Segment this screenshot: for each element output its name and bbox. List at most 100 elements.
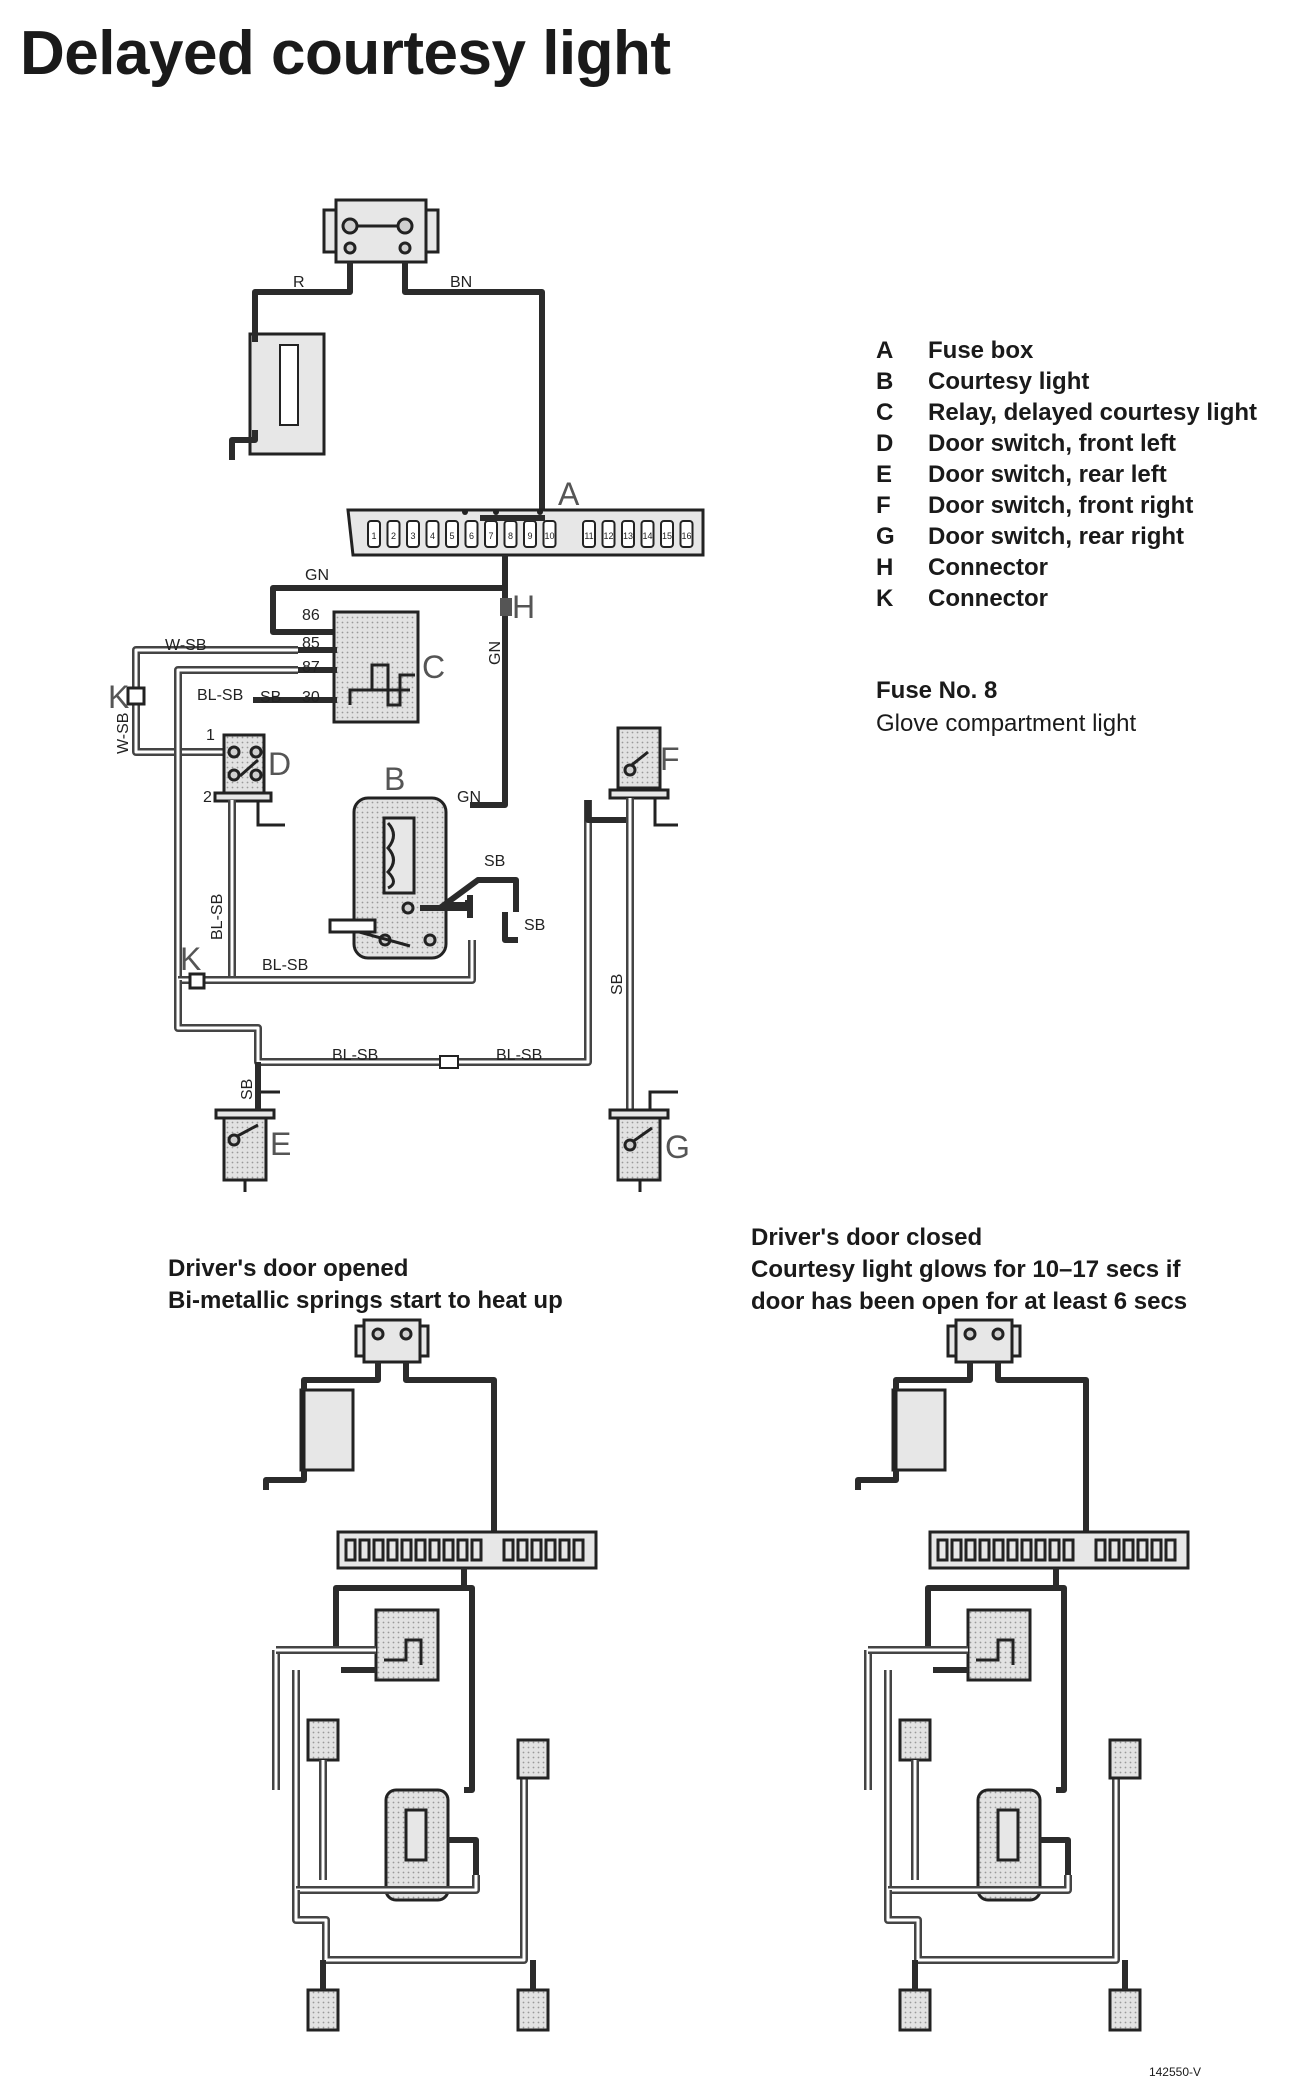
door-switch-front-right [608, 726, 678, 827]
fuse-slot [464, 520, 479, 548]
wire-label-bl-sb-bot1: BL-SB [332, 1047, 378, 1064]
component-label-h: H [512, 589, 535, 625]
fuse-description: Glove compartment light [876, 710, 1137, 737]
fuse-slot-number: 13 [623, 531, 633, 541]
fuse-slot-number: 3 [410, 531, 415, 541]
fuse-slot [542, 520, 557, 548]
fuse-slot [367, 520, 381, 548]
page-title: Delayed courtesy light [20, 19, 671, 88]
fuse-slot [425, 520, 440, 548]
fuse-slot-number: 7 [488, 531, 493, 541]
fuse-slot [386, 520, 401, 548]
switch-pin-2: 2 [203, 789, 212, 806]
fuse-slot [660, 520, 674, 548]
wire-label-bn: BN [450, 274, 472, 291]
fuse-slot-number: 11 [584, 531, 593, 541]
fuse-slot [601, 520, 616, 548]
component-label-b: B [384, 761, 405, 797]
reference-number: 142550-V [1148, 2065, 1201, 2079]
battery-ground [229, 430, 258, 460]
component-label-a: A [558, 476, 580, 512]
wire-label-gn: GN [305, 567, 329, 584]
component-label-k-lower: K [180, 941, 201, 977]
wire-label-bl-sb-relay: BL-SB [197, 687, 243, 704]
fuse-slot-number: 12 [603, 531, 613, 541]
wire-r [252, 262, 353, 342]
fuse-slot-number: 9 [527, 531, 532, 541]
fuse-slot-number: 4 [430, 531, 435, 541]
wire-label-gn-vert: GN [487, 641, 504, 665]
wire-label-bl-sb-vert: BL-SB [209, 894, 226, 940]
fuse-slot [621, 520, 635, 548]
fuse-slot [640, 520, 655, 548]
fuse-slot-number: 6 [469, 531, 474, 541]
caption-door-opened: Driver's door opened Bi-metallic springs… [168, 1255, 563, 1314]
wire-bn [402, 262, 545, 518]
wire-label-sb-lamp2: SB [524, 917, 545, 934]
relay-pin-87: 87 [302, 659, 320, 676]
wire-label-sb-e: SB [239, 1079, 256, 1100]
component-label-d: D [268, 746, 291, 782]
main-switch-block [322, 198, 440, 264]
component-label-g: G [665, 1129, 690, 1165]
fuse-slot [406, 520, 420, 548]
fuse-slot [582, 520, 596, 548]
fuse-slot-number: 8 [508, 531, 513, 541]
fuse-slot-number: 10 [544, 531, 554, 541]
connector-k-upper [126, 686, 146, 706]
wire-gn-relay [270, 555, 508, 635]
wire-gn-lamp [470, 588, 508, 808]
fuse-slot [445, 520, 459, 548]
wire-label-sb-relay: SB [260, 689, 281, 706]
fuse-slot-number: 16 [681, 531, 691, 541]
wire-label-r: R [293, 274, 305, 291]
component-label-c: C [422, 649, 445, 685]
fuse-slot [679, 520, 694, 548]
fuse-slot-number: 2 [391, 531, 396, 541]
connector-h [500, 598, 512, 616]
fuse-slot-number: 1 [371, 531, 376, 541]
courtesy-light [328, 796, 448, 960]
fuse-slot-number: 15 [662, 531, 672, 541]
relay-pin-30: 30 [302, 689, 320, 706]
wire-label-gn-lamp: GN [457, 789, 481, 806]
circuit-door-closed [858, 1320, 1188, 2030]
switch-pin-1: 1 [206, 727, 215, 744]
wire-label-w-sb-vert: W-SB [115, 713, 132, 754]
fuse-slot-number: 5 [449, 531, 454, 541]
wire-label-w-sb: W-SB [165, 637, 206, 654]
component-label-e: E [270, 1126, 291, 1162]
circuit-door-opened [266, 1320, 596, 2030]
battery [248, 332, 326, 456]
wire-label-sb-f: SB [609, 974, 626, 995]
relay [332, 610, 420, 724]
wire-label-bl-sb-bot2: BL-SB [496, 1047, 542, 1064]
door-switch-front-left [213, 733, 285, 827]
door-switch-rear-right [608, 1090, 678, 1192]
caption-door-closed: Driver's door closed Courtesy light glow… [751, 1224, 1188, 1315]
component-label-k-upper: K [108, 679, 129, 715]
relay-pin-85: 85 [302, 635, 320, 652]
connector-k-lower [188, 972, 206, 990]
fuse-number: Fuse No. 8 [876, 677, 998, 704]
relay-pin-86: 86 [302, 607, 320, 624]
wire-label-bl-sb-mid: BL-SB [262, 957, 308, 974]
component-label-f: F [660, 741, 680, 777]
door-switch-rear-left [214, 1090, 280, 1192]
wire-label-sb-lamp1: SB [484, 853, 505, 870]
fuse-slot-number: 14 [642, 531, 652, 541]
